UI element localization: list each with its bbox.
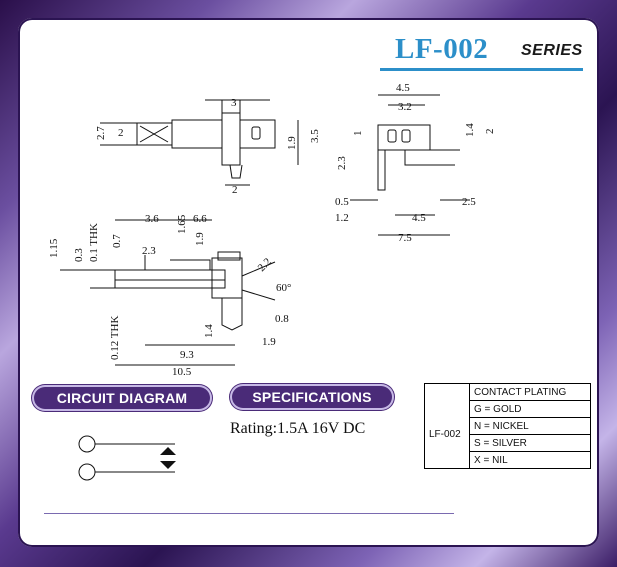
- dim-label: 0.12 THK: [109, 316, 121, 360]
- plating-row: N = NICKEL: [469, 417, 591, 435]
- contact-arrow-lower: [160, 461, 176, 469]
- top-right-dimensions: 4.5 3.2 1 1.4 2 2.3 0.5 1.2 4.5 2.5 7.5: [335, 82, 496, 244]
- dim-label: 6.6: [193, 213, 207, 225]
- dim-label: 1.9: [286, 136, 298, 150]
- series-label: SERIES: [521, 42, 583, 59]
- dim-label: 1.9: [262, 336, 276, 348]
- top-left-dimensions: 3 2.7 2 1.9 3.5 2: [95, 97, 321, 196]
- dim-label: 0.3: [73, 248, 85, 262]
- dim-label: 2.3: [142, 245, 156, 257]
- table-corner-cell: [424, 383, 470, 401]
- dim-label: 2: [118, 127, 124, 139]
- dim-label: 10.5: [172, 366, 192, 378]
- dim-label: 60°: [276, 282, 291, 294]
- circuit-diagram-heading: CIRCUIT DIAGRAM: [34, 387, 210, 409]
- plating-header: CONTACT PLATING: [469, 383, 591, 401]
- top-right-view-drawing: [350, 94, 470, 236]
- plating-row: X = NIL: [469, 451, 591, 469]
- specifications-heading: SPECIFICATIONS: [232, 386, 392, 408]
- dim-label: 3.2: [398, 101, 412, 113]
- top-left-view-drawing: [100, 99, 299, 186]
- dim-label: 1.65: [176, 214, 188, 234]
- dim-label: 2.2: [256, 256, 274, 274]
- circuit-symbol: [78, 435, 175, 481]
- dim-label: 2: [232, 184, 238, 196]
- dim-label: 1.9: [194, 232, 206, 246]
- model-title: LF-002: [395, 33, 489, 65]
- dim-label: 3.5: [309, 129, 321, 143]
- dim-label: 7.5: [398, 232, 412, 244]
- bottom-divider: [44, 513, 454, 514]
- dim-label: 1.4: [203, 324, 215, 338]
- dim-label: 1.4: [464, 123, 476, 137]
- dim-label: 0.5: [335, 196, 349, 208]
- dim-label: 2: [484, 129, 496, 135]
- title-underline: [380, 68, 583, 71]
- contact-plating-table: CONTACT PLATING LF-002 G = GOLD N = NICK…: [424, 383, 591, 469]
- dim-label: 0.1 THK: [88, 223, 100, 262]
- dim-label: 1.2: [335, 212, 349, 224]
- contact-arrow-upper: [160, 447, 176, 455]
- dim-label: 9.3: [180, 349, 194, 361]
- side-view-drawing: [60, 219, 276, 366]
- plating-model-cell: LF-002: [424, 400, 470, 469]
- plating-row: S = SILVER: [469, 434, 591, 452]
- plating-row: G = GOLD: [469, 400, 591, 418]
- dim-label: 4.5: [412, 212, 426, 224]
- dim-label: 0.7: [111, 234, 123, 248]
- dim-label: 3.6: [145, 213, 159, 225]
- dim-label: 2.5: [462, 196, 476, 208]
- dim-label: 2.7: [95, 126, 107, 140]
- side-view-dimensions: 3.6 6.6 1.65 0.7 2.3 1.9 1.15 0.3 0.1 TH…: [48, 213, 291, 378]
- dim-label: 0.8: [275, 313, 289, 325]
- rating-text: Rating:1.5A 16V DC: [230, 420, 366, 437]
- dim-label: 4.5: [396, 82, 410, 94]
- dim-label: 1.15: [48, 238, 60, 258]
- dim-label: 2.3: [336, 156, 348, 170]
- dim-label: 3: [231, 97, 237, 109]
- dim-label: 1: [352, 131, 364, 137]
